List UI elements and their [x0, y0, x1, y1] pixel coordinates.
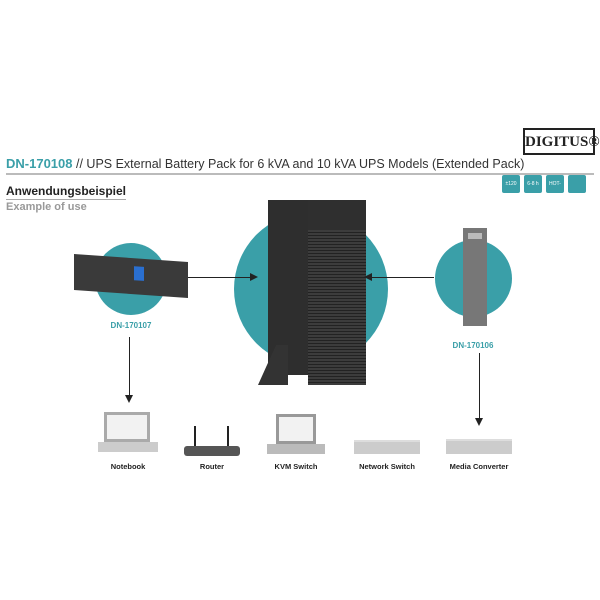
arrow-left-down	[129, 337, 130, 395]
page-title: DN-170108 // UPS External Battery Pack f…	[6, 156, 524, 171]
tower-ups-image	[463, 228, 487, 326]
hotswap-badge-icon: HOT-SWAP	[546, 175, 564, 205]
product-code: DN-170108	[6, 156, 73, 171]
router-label: Router	[199, 462, 225, 471]
network-switch-label: Network Switch	[359, 462, 415, 471]
arrowhead-icon	[475, 418, 483, 426]
product-title: UPS External Battery Pack for 6 kVA and …	[86, 157, 525, 171]
left-device-label: DN-170107	[110, 321, 152, 330]
kvm-keyboard	[267, 444, 325, 454]
digitus-logo: DIGITUS®	[523, 128, 600, 155]
voltage-badge-icon: ±120 VDC	[502, 175, 520, 205]
media-converter-label: Media Converter	[449, 462, 509, 471]
arrowhead-icon	[364, 273, 372, 281]
section-heading: Anwendungsbeispiel	[6, 184, 127, 200]
media-converter-icon	[446, 439, 512, 454]
title-separator: //	[75, 157, 83, 171]
kvm-switch-icon	[276, 414, 316, 444]
title-divider	[6, 173, 594, 175]
router-icon	[184, 446, 240, 456]
section-subheading: Example of use	[6, 201, 87, 213]
tower-badge-icon	[568, 175, 586, 193]
arrow-left-to-center	[188, 277, 250, 278]
right-device-label: DN-170106	[452, 341, 494, 350]
network-switch-icon	[354, 440, 420, 454]
router-antenna	[227, 426, 229, 446]
arrow-right-to-center	[372, 277, 434, 278]
kvm-switch-label: KVM Switch	[274, 462, 318, 471]
arrowhead-icon	[125, 395, 133, 403]
arrowhead-icon	[250, 273, 258, 281]
notebook-keyboard	[98, 442, 158, 452]
notebook-icon	[104, 412, 150, 442]
battery-pack-image	[308, 200, 366, 385]
router-antenna	[194, 426, 196, 446]
arrow-right-down	[479, 353, 480, 419]
rack-ups-image	[74, 254, 188, 298]
notebook-label: Notebook	[110, 462, 146, 471]
battery-badge-icon: 6-8 h	[524, 175, 542, 193]
